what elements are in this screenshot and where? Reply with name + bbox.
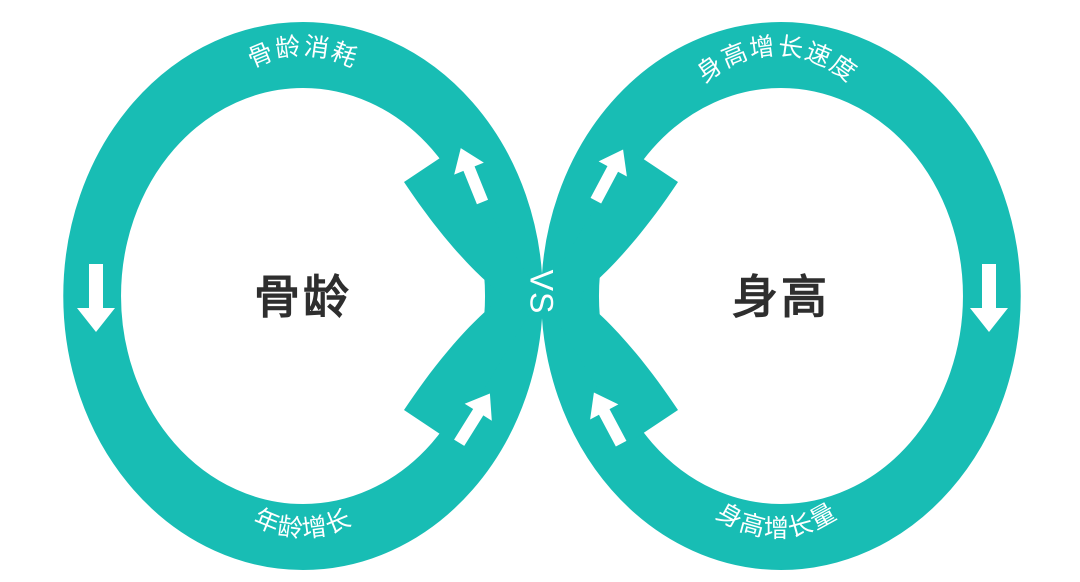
left-loop-bottom-up-arrow-icon	[454, 393, 492, 446]
left-loop-down-arrow-icon	[77, 264, 115, 332]
left-loop-center-label: 骨龄	[254, 271, 352, 323]
right-loop-bottom-up-arrow-icon	[590, 392, 627, 447]
center-crossing	[404, 150, 678, 442]
right-loop-top-up-arrow-icon	[590, 149, 627, 204]
right-loop-center-label: 身高	[732, 271, 830, 323]
left-loop-top-up-arrow-icon	[454, 148, 489, 205]
right-loop-down-arrow-icon	[970, 264, 1008, 332]
vs-label: VS	[523, 269, 560, 315]
